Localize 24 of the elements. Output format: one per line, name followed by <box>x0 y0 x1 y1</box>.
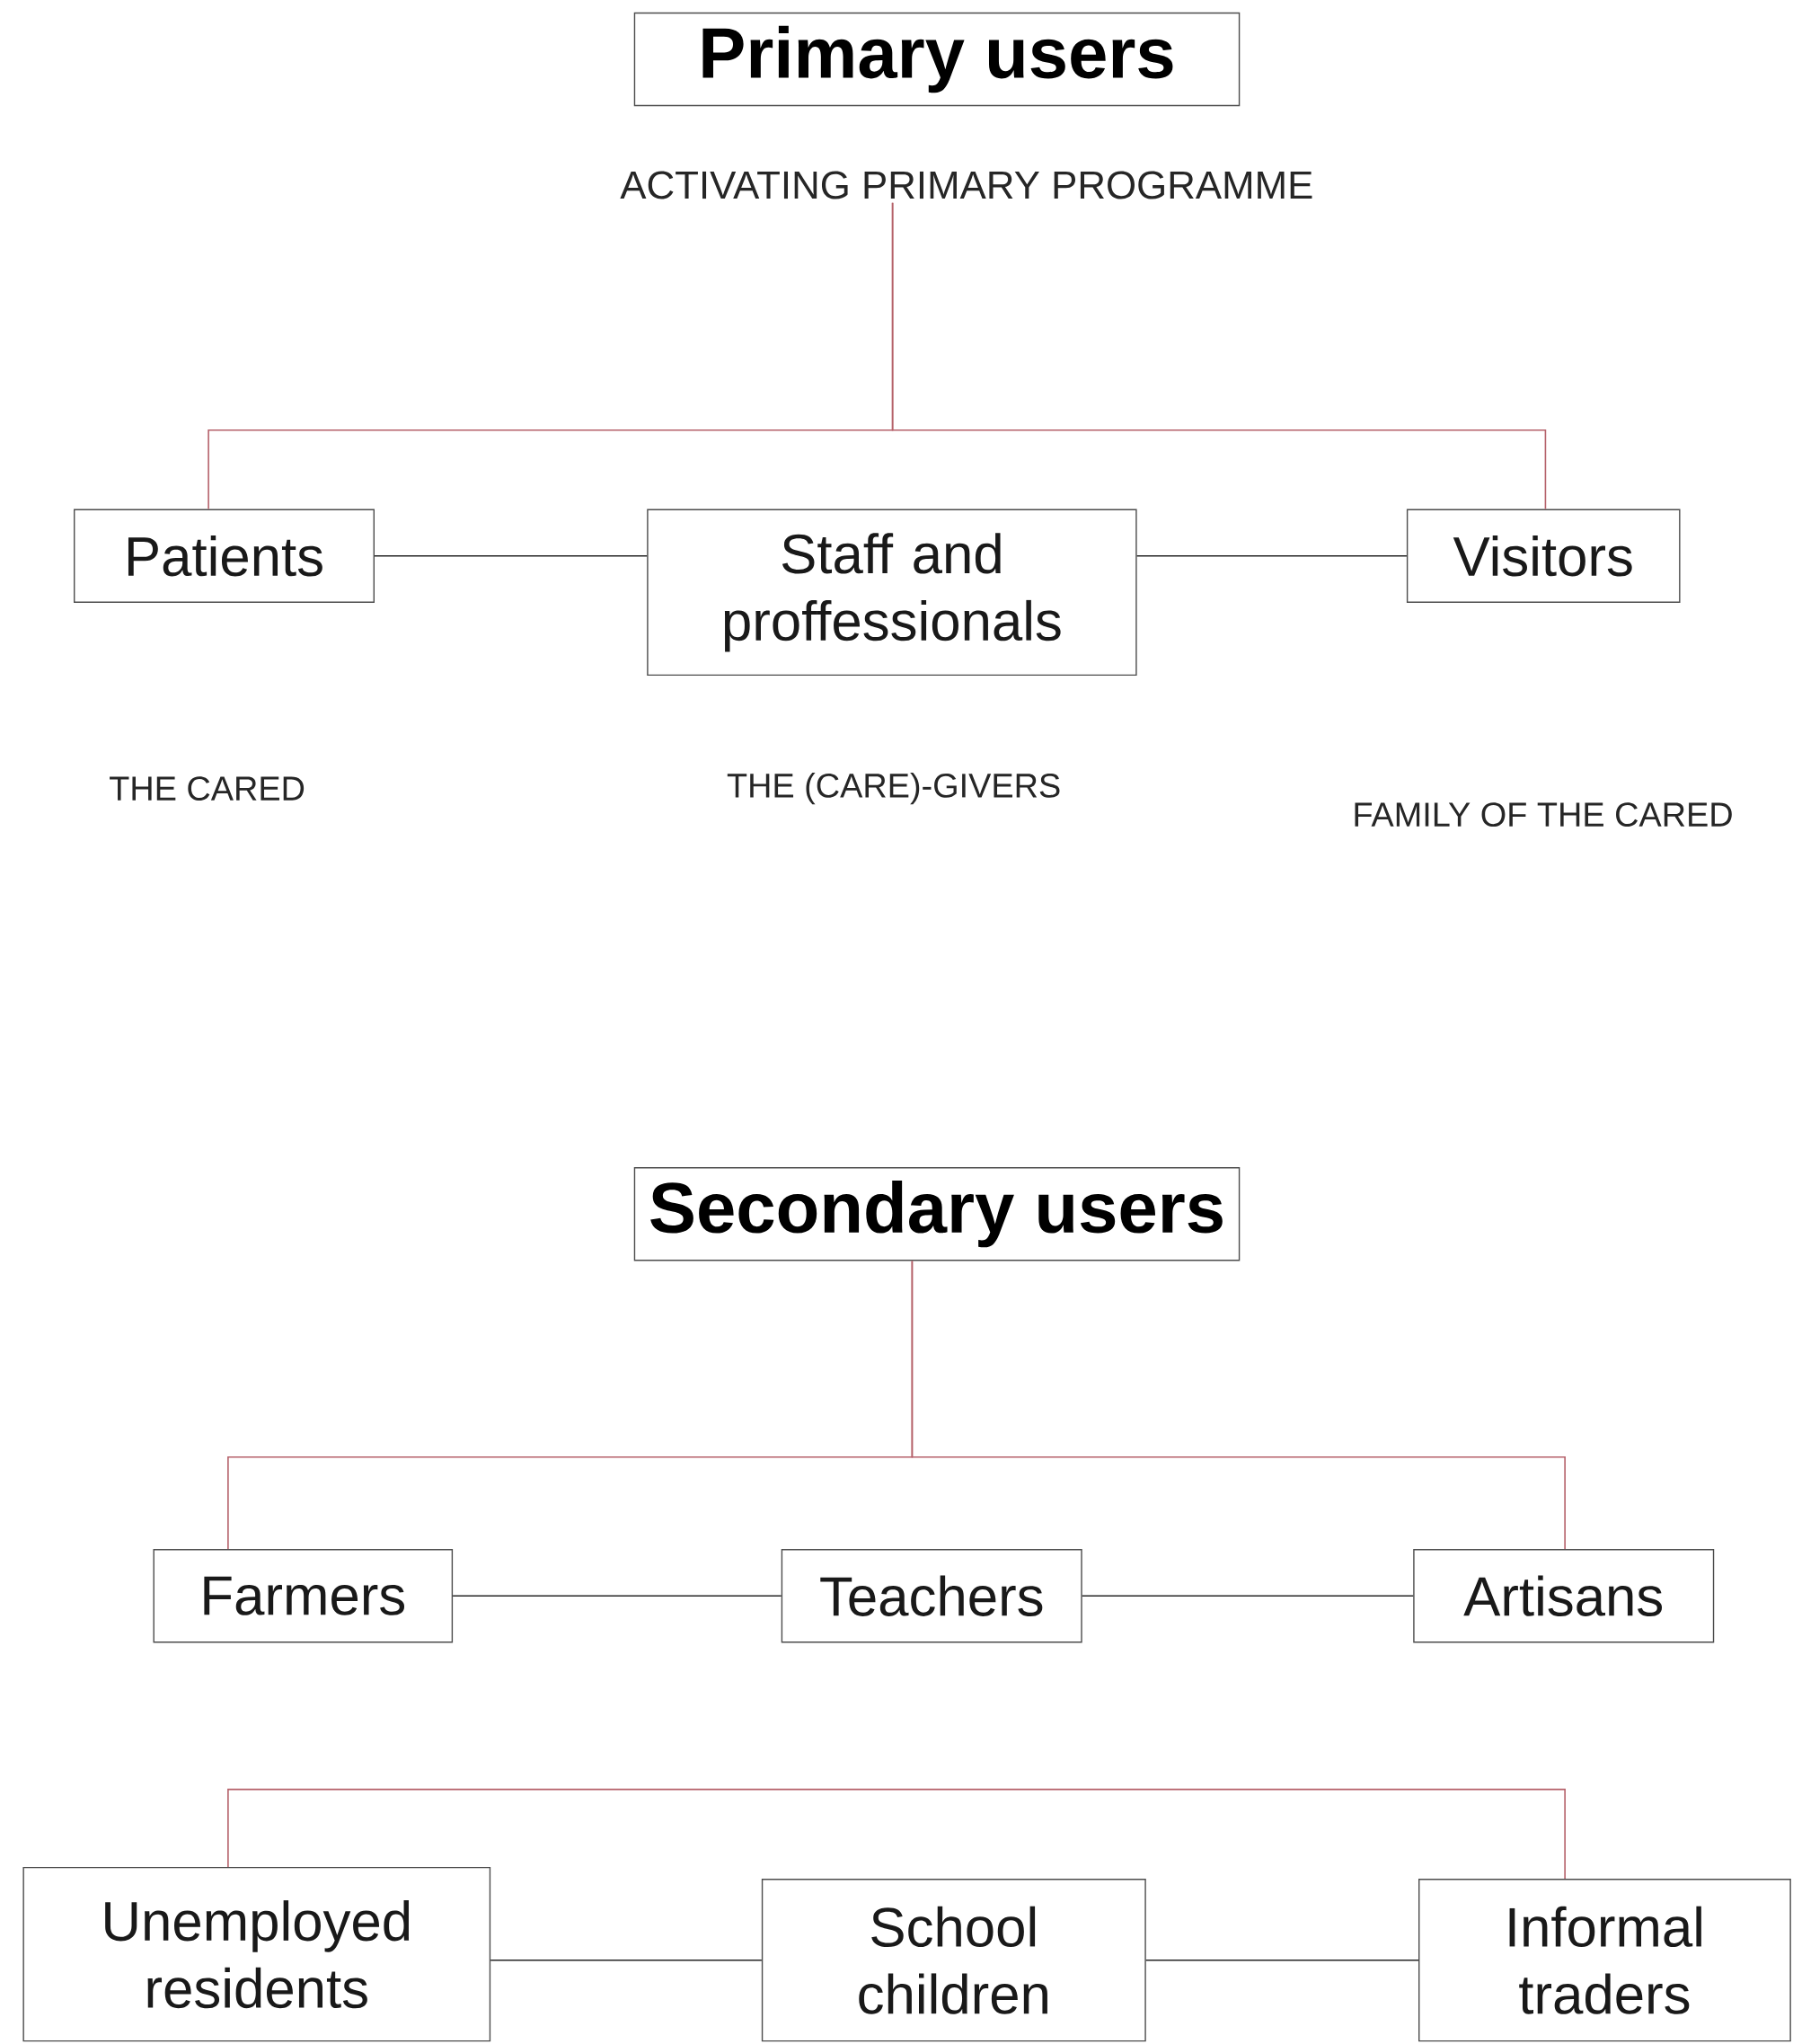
user-box: Staff and proffessionals <box>647 509 1137 677</box>
user-box: Farmers <box>153 1549 454 1643</box>
connector-line <box>891 201 1547 510</box>
user-box: Artisans <box>1413 1549 1715 1643</box>
connector-line <box>1135 554 1408 557</box>
user-box: Informal traders <box>1418 1879 1791 2042</box>
caption-text: THE CARED <box>110 776 305 801</box>
user-box: Visitors <box>1406 509 1681 603</box>
connector-line <box>1144 1959 1419 1961</box>
user-box: Unemployed residents <box>22 1866 491 2042</box>
programme-label: ACTIVATING PRIMARY PROGRAMME <box>620 171 1312 199</box>
title-box: Secondary users <box>633 1167 1241 1261</box>
connector-line <box>1081 1595 1414 1597</box>
connector-line <box>452 1595 782 1597</box>
title-box: Primary users <box>633 12 1241 107</box>
user-box: School children <box>761 1879 1146 2042</box>
connector-line <box>911 1260 1566 1550</box>
caption-text: THE (CARE)-GIVERS <box>727 772 1060 805</box>
user-box: Patients <box>74 509 375 603</box>
caption-text: FAMILY OF THE CARED <box>1355 802 1732 827</box>
user-box: Teachers <box>781 1549 1082 1643</box>
connector-line <box>490 1959 763 1961</box>
connector-line <box>374 554 648 557</box>
connector-line <box>227 1788 1566 1880</box>
